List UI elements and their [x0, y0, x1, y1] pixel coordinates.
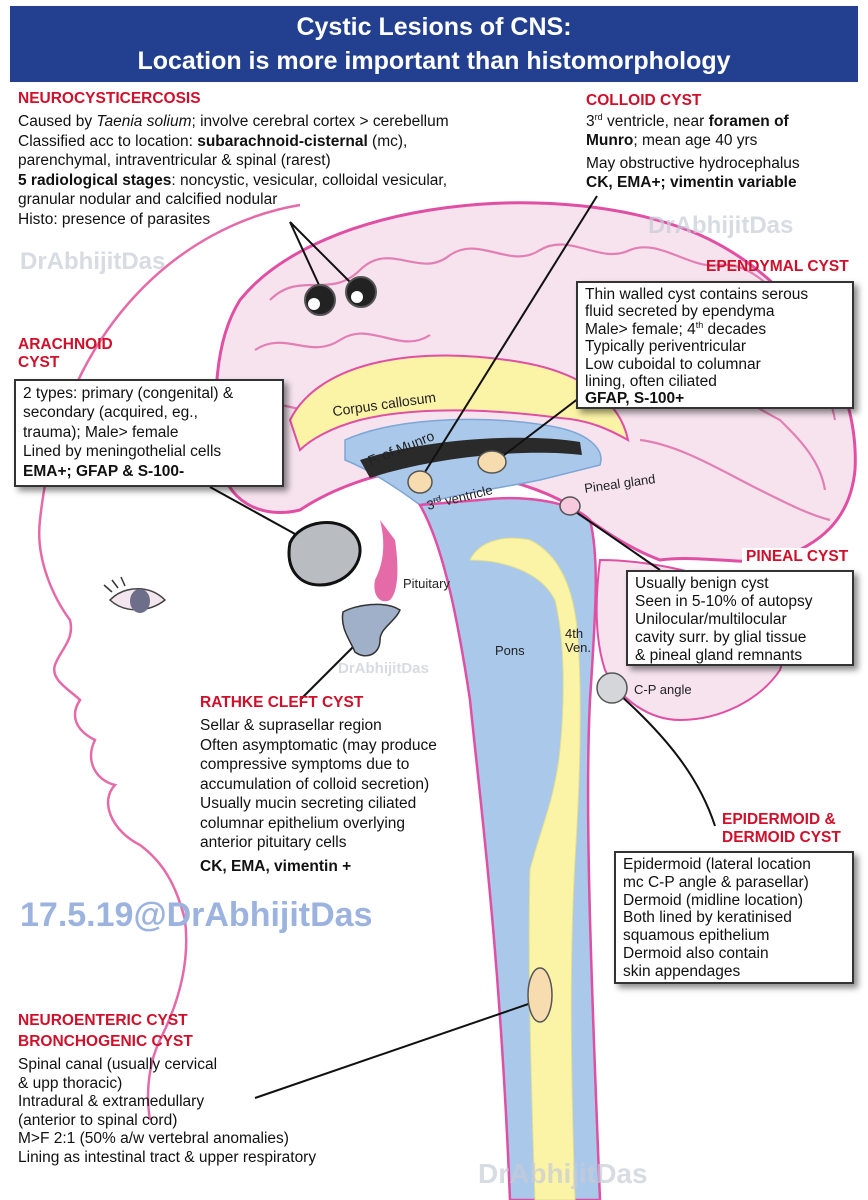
- watermark: DrAbhijitDas: [338, 660, 429, 677]
- watermark: DrAbhijitDas: [478, 1158, 648, 1189]
- ventricle-dark-band: [360, 437, 582, 478]
- cp-angle-cyst-marker: [596, 672, 628, 704]
- pineal-cyst-heading: PINEAL CYST: [742, 548, 853, 566]
- neurocysticercosis-heading: NEUROCYSTICERCOSIS: [18, 90, 201, 107]
- rathke-cyst-marker: [341, 603, 401, 657]
- leader-epidermoid: [619, 694, 716, 827]
- parasite-scolex-right: [351, 291, 363, 303]
- parasite-cyst-right: [345, 276, 377, 308]
- title-banner: Cystic Lesions of CNS: Location is more …: [10, 6, 858, 82]
- arachnoid-cyst-box: 2 types: primary (congenital) & secondar…: [14, 379, 284, 487]
- watermark: DrAbhijitDas: [20, 248, 166, 275]
- neuroenteric-cyst-text: Spinal canal (usually cervical & upp tho…: [18, 1056, 317, 1166]
- rathke-cleft-cyst-text: Sellar & suprasellar region Often asympt…: [200, 717, 437, 875]
- pineal-cyst-marker: [559, 496, 581, 516]
- epidermoid-dermoid-cyst-box: Epidermoid (lateral location mc C-P angl…: [614, 851, 854, 984]
- brainstem-pons: [469, 537, 581, 1200]
- epidermoid-dermoid-cyst-heading: EPIDERMOID & DERMOID CYST: [722, 811, 841, 846]
- pineal-cyst-box: Usually benign cyst Seen in 5-10% of aut…: [626, 570, 854, 666]
- neuroenteric-cyst-marker: [527, 967, 553, 1023]
- parasite-scolex-left: [308, 298, 320, 310]
- pituitary-stalk: [374, 520, 398, 602]
- ependymal-cyst-marker: [477, 450, 507, 474]
- date-credit: 17.5.19@DrAbhijitDas: [20, 896, 373, 934]
- neurocysticercosis-text: Caused by Taenia solium; involve cerebra…: [18, 113, 449, 228]
- leader-neuroenteric: [254, 999, 541, 1099]
- watermark: DrAbhijitDas: [648, 212, 794, 239]
- eye-iris: [130, 589, 150, 613]
- leader-pineal: [572, 509, 661, 571]
- label-cp-angle: C-P angle: [634, 682, 692, 697]
- colloid-cyst-heading: COLLOID CYST: [586, 92, 702, 109]
- leader-colloid: [419, 195, 598, 481]
- arachnoid-cyst-marker: [287, 521, 362, 587]
- colloid-cyst-marker: [407, 470, 433, 494]
- arachnoid-cyst-heading: ARACHNOID CYST: [18, 336, 113, 371]
- title-line-1: Cystic Lesions of CNS:: [296, 13, 572, 41]
- ependymal-cyst-box: Thin walled cyst contains serous fluid s…: [576, 281, 854, 409]
- colloid-cyst-text: 3rd ventricle, near foramen of Munro; me…: [586, 111, 800, 191]
- label-pons: Pons: [495, 643, 525, 658]
- label-pituitary: Pituitary: [403, 576, 450, 591]
- ependymal-cyst-heading: EPENDYMAL CYST: [706, 258, 849, 275]
- rathke-cleft-cyst-heading: RATHKE CLEFT CYST: [200, 694, 364, 711]
- corpus-callosum: [288, 354, 630, 452]
- eyelashes: [103, 576, 126, 593]
- parasite-cyst-left: [304, 284, 336, 316]
- neuroenteric-cyst-heading: NEUROENTERIC CYST BRONCHOGENIC CYST: [18, 1012, 193, 1050]
- title-line-2: Location is more important than histomor…: [137, 47, 731, 75]
